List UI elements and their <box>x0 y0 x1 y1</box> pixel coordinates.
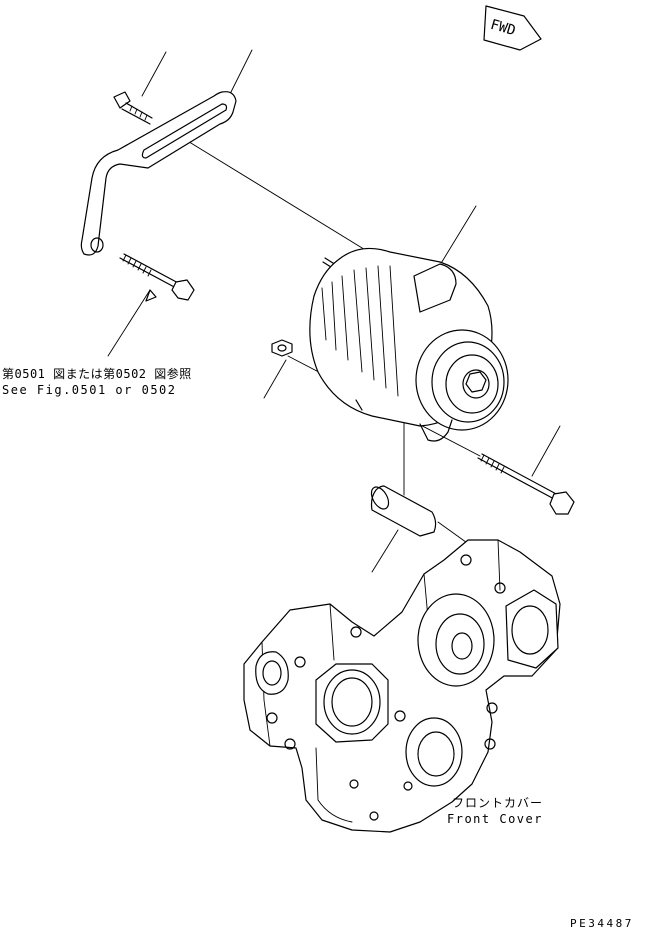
front-cover-icon <box>244 540 560 832</box>
bracket-bolt-icon <box>114 92 152 124</box>
front-cover-label-en: Front Cover <box>447 812 543 826</box>
spacer-icon <box>368 484 436 536</box>
reference-note-jp: 第0501 図または第0502 図参照 <box>2 367 192 381</box>
mounting-bolt-icon <box>478 454 574 514</box>
front-cover-label-jp: フロントカバー <box>452 796 544 810</box>
alternator-icon <box>310 248 508 441</box>
fwd-arrow-icon: FWD <box>484 6 541 50</box>
adjusting-bracket-icon <box>81 92 236 255</box>
reference-note-en: See Fig.0501 or 0502 <box>2 383 177 397</box>
nut-icon <box>272 340 292 356</box>
fwd-label: FWD <box>489 17 518 39</box>
drawing-code: PE34487 <box>570 917 634 930</box>
adjusting-bolt-icon <box>120 254 194 300</box>
